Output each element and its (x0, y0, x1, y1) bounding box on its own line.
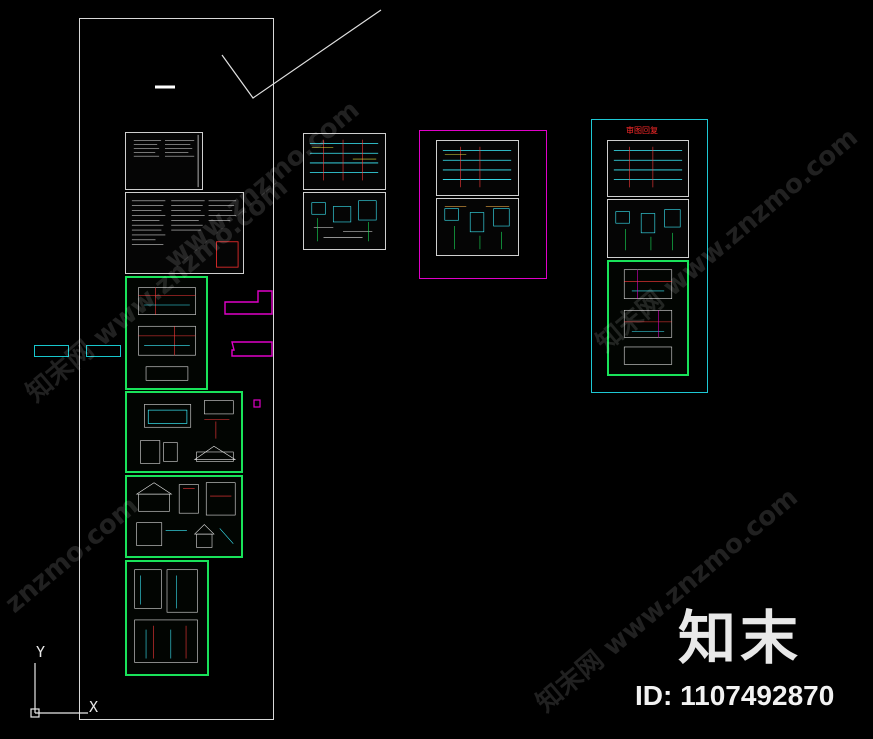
sheet-floor-plans[interactable] (125, 276, 208, 390)
sheet-details[interactable] (125, 560, 209, 676)
ucs-x-label: X (89, 698, 99, 716)
review-label: 审图回复 (626, 126, 658, 135)
sheet-elevations[interactable] (125, 391, 243, 473)
magenta-outline-blocks[interactable] (220, 284, 280, 414)
sheet-review-top[interactable] (607, 140, 689, 197)
sheet-group-magenta-top[interactable] (436, 140, 519, 196)
review-group-frame[interactable] (591, 119, 708, 393)
sheet-sections[interactable] (125, 475, 243, 558)
ucs-icon (30, 663, 88, 718)
sheet-group-middle-top[interactable] (303, 133, 386, 190)
sheet-design-notes[interactable] (125, 192, 244, 274)
sheet-review-bottom[interactable] (607, 260, 689, 376)
sheet-group-magenta-bottom[interactable] (436, 198, 519, 256)
magenta-group-frame[interactable] (419, 130, 547, 279)
layout-frame[interactable] (79, 18, 274, 720)
viewport-rect-left-2[interactable] (86, 345, 121, 357)
ucs-y-label: Y (36, 643, 46, 661)
sheet-group-middle-bottom[interactable] (303, 192, 386, 250)
watermark-logo: 知末 (678, 604, 803, 672)
sheet-review-middle[interactable] (607, 199, 689, 258)
viewport-rect-left-1[interactable] (34, 345, 69, 357)
watermark-id: ID: 1107492870 (635, 680, 835, 711)
sheet-cover-notes[interactable] (125, 132, 203, 190)
